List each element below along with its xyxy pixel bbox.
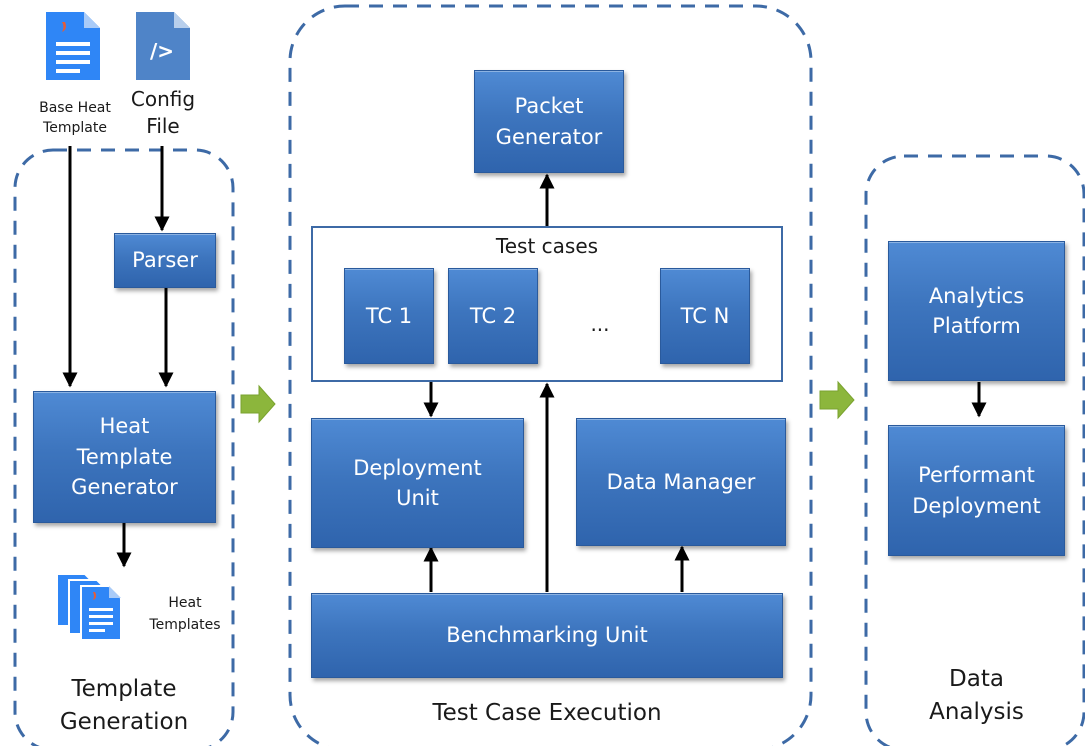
analytics-platform-box: Analytics Platform (888, 241, 1065, 381)
heat-template-generator-box: Heat Template Generator (33, 391, 216, 523)
analytics-platform-label: Analytics Platform (928, 283, 1025, 338)
data-analysis-title: Data Analysis (929, 666, 1024, 726)
performant-deployment-box: Performant Deployment (888, 425, 1065, 556)
test-case-n-box: TC N (660, 268, 750, 364)
test-case-label: TC 1 (365, 303, 413, 328)
benchmarking-unit-label: Benchmarking Unit (446, 623, 648, 648)
data-manager-box: Data Manager (576, 418, 786, 546)
heat-templates-label: Heat Templates (149, 595, 221, 633)
test-cases-title: Test cases (495, 234, 599, 258)
heat-templates-stack-icon (56, 573, 122, 641)
packet-generator-label: Packet Generator (495, 94, 603, 149)
data-analysis-panel (864, 154, 1085, 746)
svg-text:/>: /> (150, 39, 174, 63)
heat-template-generator-label: Heat Template Generator (71, 414, 178, 500)
test-cases-ellipsis: ... (590, 312, 610, 336)
performant-deployment-label: Performant Deployment (912, 463, 1041, 518)
config-file-label: Config File (130, 87, 196, 138)
test-case-label: TC 2 (469, 303, 517, 328)
test-case-execution-title: Test Case Execution (432, 700, 662, 726)
base-heat-template-label: Base Heat Template (39, 100, 111, 137)
base-heat-template-document-icon (46, 12, 100, 80)
deployment-unit-box: Deployment Unit (311, 418, 524, 548)
deployment-unit-label: Deployment Unit (353, 455, 482, 510)
test-case-label: TC N (680, 303, 730, 328)
template-generation-panel (13, 148, 235, 746)
test-case-execution-panel (288, 4, 813, 746)
packet-generator-box: Packet Generator (474, 70, 624, 173)
parser-box: Parser (114, 233, 216, 288)
parser-label: Parser (132, 248, 198, 273)
template-generation-title: Template Generation (59, 676, 189, 736)
flow-arrow-1 (240, 384, 276, 424)
config-file-code-icon: /> (136, 12, 190, 80)
test-case-2-box: TC 2 (448, 268, 538, 364)
flow-arrow-2 (819, 380, 855, 420)
data-manager-label: Data Manager (606, 469, 756, 494)
benchmarking-unit-box: Benchmarking Unit (311, 593, 783, 678)
test-case-1-box: TC 1 (344, 268, 434, 364)
